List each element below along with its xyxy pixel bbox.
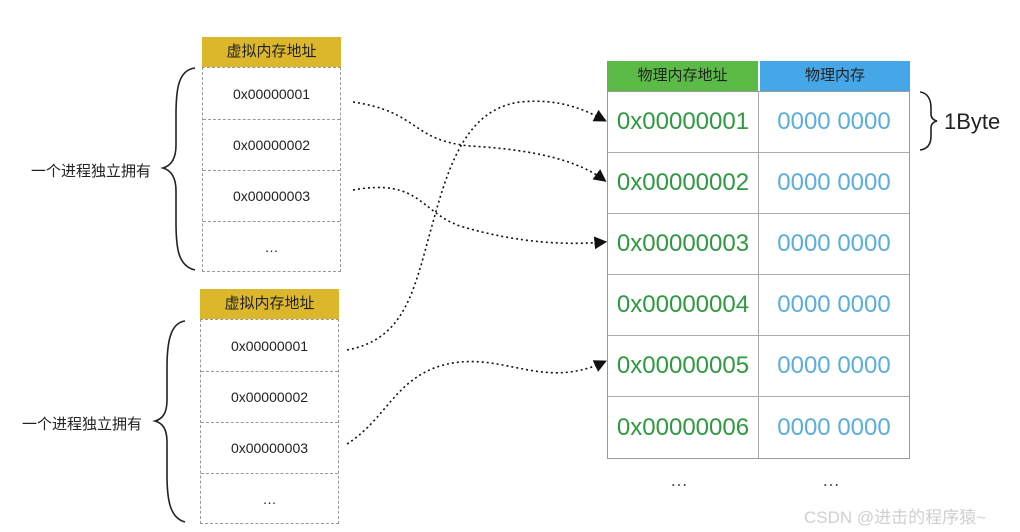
table-row: 0x00000005 0000 0000 [608, 336, 909, 397]
physical-mem-ellipsis: … [822, 470, 842, 490]
table-row: 0x00000004 0000 0000 [608, 275, 909, 336]
table-row: … [264, 238, 279, 255]
virtual-table-body: 0x00000001 0x00000002 0x00000003 … [202, 67, 341, 272]
memory-value-cell: 0000 0000 [777, 169, 891, 196]
byte-label: 1Byte [944, 109, 1001, 134]
physical-address-cell: 0x00000005 [608, 336, 759, 396]
physical-address-cell: 0x00000004 [608, 275, 759, 335]
table-row: 0x00000001 [203, 68, 340, 120]
memory-value-cell: 0000 0000 [777, 352, 891, 379]
physical-address-cell: 0x00000003 [608, 214, 759, 274]
mapping-arrow-p1-a1 [352, 101, 607, 182]
memory-value-cell: 0000 0000 [777, 108, 891, 135]
table-row: 0x00000002 [201, 372, 338, 423]
physical-memory-table: 物理内存地址 物理内存 0x00000001 0000 0000 0x00000… [607, 61, 910, 459]
memory-value-cell: 0000 0000 [777, 291, 891, 318]
table-row: 0x00000006 0000 0000 [608, 397, 909, 458]
physical-address-cell: 0x00000002 [608, 153, 759, 213]
virtual-table-header: 虚拟内存地址 [202, 37, 341, 67]
mapping-arrow-p2-a3 [346, 360, 607, 445]
virtual-table-header: 虚拟内存地址 [200, 289, 339, 319]
physical-address-cell: 0x00000001 [608, 92, 759, 152]
table-row: 0x00000001 [201, 320, 338, 372]
table-row: 0x00000003 [203, 171, 340, 222]
virtual-table-body: 0x00000001 0x00000002 0x00000003 … [200, 319, 339, 524]
table-row: … [262, 490, 277, 507]
mapping-arrow-p1-a3 [352, 186, 608, 250]
virtual-table-2: 虚拟内存地址 0x00000001 0x00000002 0x00000003 … [200, 289, 339, 524]
memory-value-cell: 0000 0000 [777, 230, 891, 257]
mapping-arrow-p2-a1 [346, 100, 607, 351]
watermark: CSDN @进击的程序猿~ [804, 508, 987, 527]
table-row: 0x00000003 0000 0000 [608, 214, 909, 275]
physical-address-cell: 0x00000006 [608, 397, 759, 458]
memory-value-cell: 0000 0000 [777, 413, 891, 441]
byte-brace [919, 91, 938, 151]
table-row: 0x00000003 [201, 423, 338, 474]
table-row: 0x00000002 0000 0000 [608, 153, 909, 214]
process-brace-1 [160, 67, 196, 271]
process-label-1: 一个进程独立拥有 [31, 163, 152, 180]
table-row: 0x00000001 0000 0000 [608, 92, 909, 153]
virtual-table-1: 虚拟内存地址 0x00000001 0x00000002 0x00000003 … [202, 37, 341, 272]
physical-table-body: 0x00000001 0000 0000 0x00000002 0000 000… [607, 91, 910, 459]
process-brace-2 [152, 320, 186, 523]
physical-addr-header: 物理内存地址 [607, 61, 758, 91]
physical-mem-header: 物理内存 [758, 61, 910, 91]
physical-addr-ellipsis: … [670, 470, 690, 490]
process-label-2: 一个进程独立拥有 [22, 416, 143, 433]
table-row: 0x00000002 [203, 120, 340, 171]
